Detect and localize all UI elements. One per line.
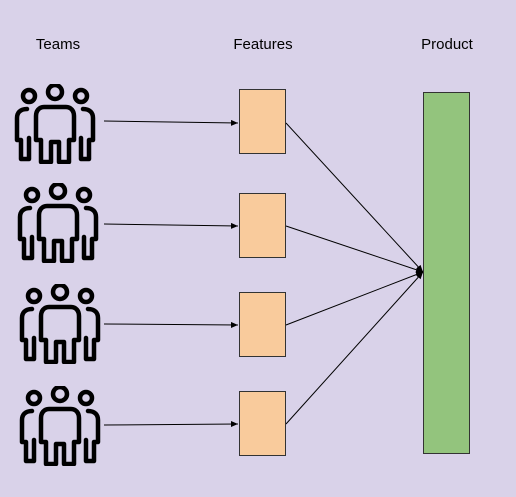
feature-1-to-product-arrow xyxy=(285,122,424,273)
team-3-to-feature-3-arrow xyxy=(103,321,239,328)
team-people-icon xyxy=(17,183,99,263)
team-1-to-feature-1-arrow xyxy=(103,119,239,126)
teams-column-label: Teams xyxy=(35,36,81,53)
team-people-icon xyxy=(19,386,101,466)
team-people-icon xyxy=(14,84,96,164)
feature-box-1 xyxy=(239,89,286,154)
team-2-to-feature-2-arrow xyxy=(103,222,239,229)
feature-4-to-product-arrow xyxy=(285,271,424,425)
feature-box-4 xyxy=(239,391,286,456)
product-column-label: Product xyxy=(421,36,473,53)
feature-box-3 xyxy=(239,292,286,357)
feature-2-to-product-arrow xyxy=(285,225,424,273)
product-bar xyxy=(423,92,470,454)
feature-3-to-product-arrow xyxy=(285,271,424,326)
team-people-icon xyxy=(19,284,101,364)
features-column-label: Features xyxy=(233,36,293,53)
team-4-to-feature-4-arrow xyxy=(103,421,239,428)
feature-box-2 xyxy=(239,193,286,258)
